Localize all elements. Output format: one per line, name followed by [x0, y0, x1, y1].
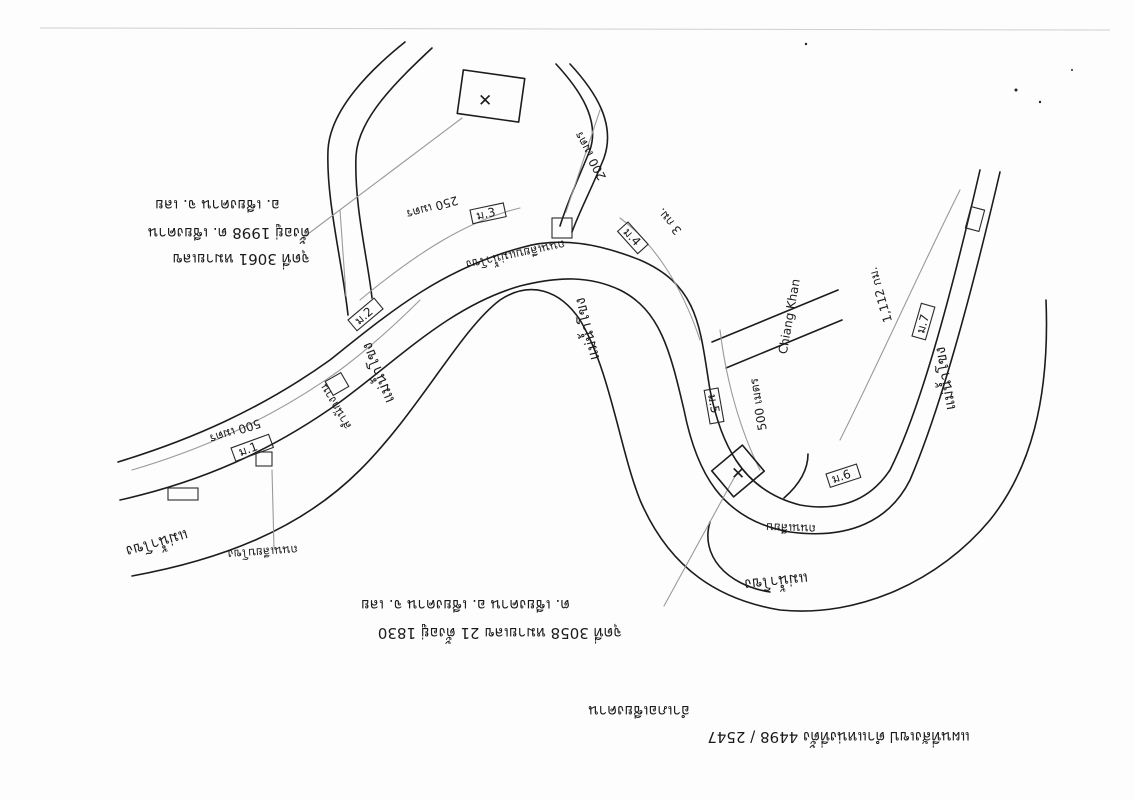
- north-road-right: [555, 63, 609, 233]
- marker-label: ม.6: [830, 467, 853, 486]
- footer-line1: แผนที่สังเขป ตำแหน่งที่ตั้ง 4498 / 2547: [707, 728, 970, 748]
- river-label-south: แม่น้ำโขง: [744, 569, 810, 596]
- paper-edge: [39, 27, 1111, 31]
- north-road-left: [327, 41, 433, 316]
- south-note-line2: ต. เชียงคาน อ. เชียงคาน จ. เลย: [361, 596, 570, 614]
- scale-label-east: 1,112 กม.: [866, 265, 895, 324]
- scale-label-mid: 500 เมตร: [747, 377, 770, 432]
- north-note-line2: ตั้งอยู่ 1998 ต. เชียงคาน: [148, 224, 310, 244]
- building-square: [964, 205, 986, 233]
- building-square: [167, 487, 199, 501]
- x-mark-icon: ✕: [478, 91, 492, 111]
- marker-label: ม.1: [237, 439, 260, 459]
- marker-label: ม.5: [705, 393, 722, 414]
- main-road: [117, 169, 1001, 535]
- ink-dot: [1038, 100, 1042, 104]
- marker-box-4: ม.4: [616, 221, 649, 255]
- marker-box-3: ม.3: [469, 202, 507, 225]
- river-bank-lower: [707, 521, 771, 593]
- marker-label: ม.7: [913, 313, 932, 335]
- scale-label-upper: 3 กม.: [654, 205, 684, 237]
- x-mark-icon: ✕: [731, 464, 745, 484]
- south-note-line1: จุดที่ 3058 หมายเลข 21 ตั้งอยู่ 1830: [378, 623, 622, 644]
- river-label-center: แม่น้ำโขง: [569, 296, 604, 363]
- building-square: [551, 217, 573, 239]
- marker-box-5: ม.5: [703, 387, 725, 425]
- scale-label-north: 250 เมตร: [404, 193, 459, 221]
- river-label-far-west: แม่น้ำโขง: [124, 526, 191, 563]
- river-label-west: แม่น้ำโขง: [356, 340, 398, 407]
- landmark-west: สำนักงาน: [317, 381, 354, 432]
- landmark-road-bottom: ถนนเลียบ: [766, 520, 816, 536]
- ink-dot: [1071, 69, 1073, 71]
- marker-label: ม.4: [620, 225, 643, 249]
- location-x-north: ✕: [456, 69, 526, 123]
- dimension-lines: [131, 109, 961, 607]
- footer-line2: อำเภอเชียงคาน: [588, 702, 690, 720]
- ink-dot: [804, 42, 808, 46]
- north-note: จุดที่ 3061 หมายเลข ตั้งอยู่ 1998 ต. เชี…: [148, 196, 310, 270]
- footer-note: แผนที่สังเขป ตำแหน่งที่ตั้ง 4498 / 2547 …: [588, 702, 970, 748]
- building-square: [255, 451, 273, 467]
- landmark-south: ถนนเลียบโขง: [227, 543, 298, 562]
- north-note-line1: จุดที่ 3061 หมายเลข: [172, 249, 310, 270]
- south-note: จุดที่ 3058 หมายเลข 21 ตั้งอยู่ 1830 ต. …: [361, 596, 622, 644]
- marker-box-2: ม.2: [347, 297, 384, 332]
- side-road-east: [711, 289, 843, 499]
- river-label-east: แม่น้ำโขง: [929, 345, 960, 411]
- scale-label-north-b: 200 เมตร: [571, 129, 608, 183]
- marker-box-7: ม.7: [911, 302, 936, 341]
- marker-box-1: ม.1: [230, 433, 275, 462]
- landmark-mid-road: ถนนเลียบแม่น้ำโขง: [465, 237, 567, 274]
- ink-dot: [1014, 88, 1018, 92]
- landmark-chiang-khan: Chiang Khan: [776, 278, 803, 355]
- north-note-line3: อ. เชียงคาน จ. เลย: [155, 196, 280, 214]
- marker-label: ม.3: [475, 205, 497, 223]
- location-x-south: ✕: [710, 444, 766, 498]
- building-square: [324, 371, 350, 397]
- marker-label: ม.2: [352, 304, 376, 327]
- river-bank-upper: [131, 288, 1048, 612]
- marker-box-6: ม.6: [825, 463, 862, 489]
